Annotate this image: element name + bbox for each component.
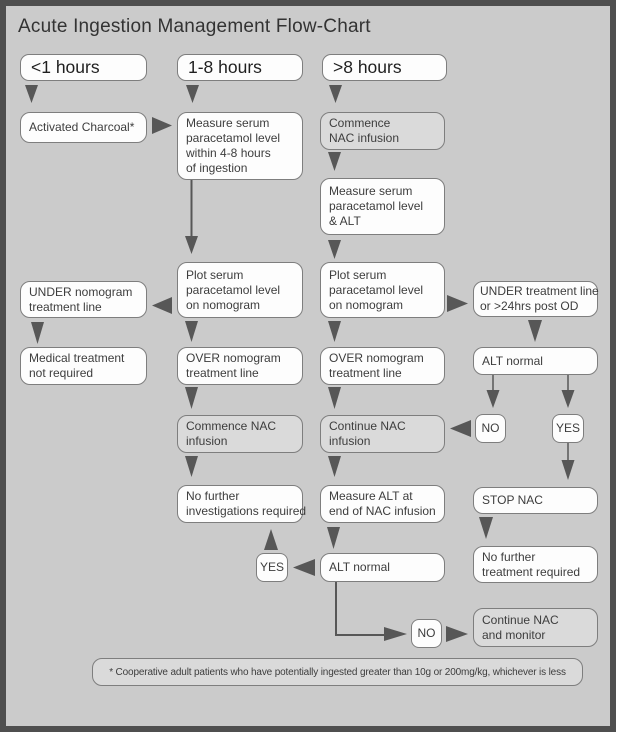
node-under-nomogram-line: UNDER nomogram treatment line [20, 281, 147, 318]
header-under-1-hours: <1 hours [20, 54, 147, 81]
node-continue-nac: Continue NAC infusion [320, 415, 445, 453]
header-1-8-hours: 1-8 hours [177, 54, 303, 81]
node-plot-serum-col3: Plot serum paracetamol level on nomogram [320, 262, 445, 318]
node-over-nomogram-col2: OVER nomogram treatment line [177, 347, 303, 385]
node-no-further-investigations: No further investigations required [177, 485, 306, 523]
node-yes-mid: YES [256, 553, 288, 582]
node-no-right: NO [475, 414, 506, 443]
node-measure-serum-alt: Measure serum paracetamol level & ALT [320, 178, 445, 235]
node-over-nomogram-col3: OVER nomogram treatment line [320, 347, 445, 385]
node-activated-charcoal: Activated Charcoal* [20, 112, 147, 143]
node-under-treatment-line: UNDER treatment line or >24hrs post OD [473, 281, 599, 317]
node-commence-nac-col2: Commence NAC infusion [177, 415, 303, 453]
node-measure-alt-end: Measure ALT at end of NAC infusion [320, 485, 445, 523]
node-yes-right: YES [552, 414, 584, 443]
node-continue-nac-monitor: Continue NAC and monitor [473, 608, 598, 647]
node-no-bottom: NO [411, 619, 442, 648]
footnote: * Cooperative adult patients who have po… [92, 658, 583, 686]
node-stop-nac: STOP NAC [473, 487, 598, 514]
node-alt-normal-bottom: ALT normal [320, 553, 445, 582]
node-measure-serum-4-8h: Measure serum paracetamol level within 4… [177, 112, 303, 180]
page-title: Acute Ingestion Management Flow-Chart [18, 16, 371, 37]
header-over-8-hours: >8 hours [322, 54, 447, 81]
node-medical-treatment-not-required: Medical treatment not required [20, 347, 147, 385]
node-alt-normal-right: ALT normal [473, 347, 598, 375]
node-no-further-treatment: No further treatment required [473, 546, 598, 583]
node-plot-serum-col2: Plot serum paracetamol level on nomogram [177, 262, 303, 318]
node-commence-nac-top: Commence NAC infusion [320, 112, 445, 150]
